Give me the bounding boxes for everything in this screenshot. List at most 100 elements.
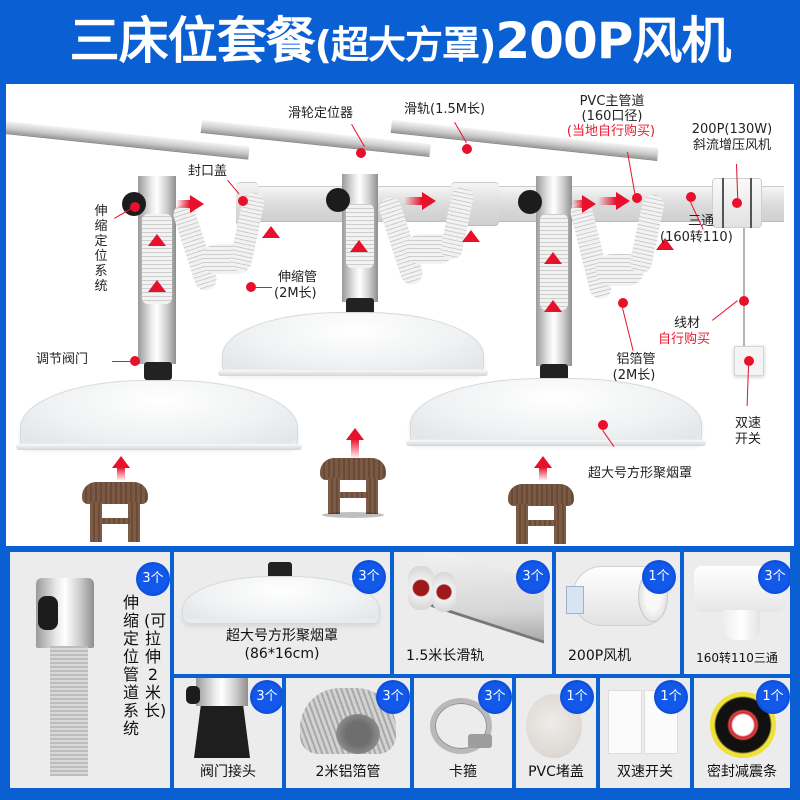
qty-badge: 1个 xyxy=(656,682,686,712)
callout-dot-fan xyxy=(732,198,742,208)
callout-dot-wire xyxy=(739,296,749,306)
callout-dot-telescopic-system xyxy=(130,202,140,212)
qty-badge: 3个 xyxy=(480,682,510,712)
part-name-rail: 1.5米长滑轨 xyxy=(406,648,485,664)
part-image-knob xyxy=(38,596,58,630)
qty-badge: 3个 xyxy=(252,682,282,712)
part-name-clamp: 卡箍 xyxy=(449,764,477,780)
part-image-telescopic-tube xyxy=(50,646,88,776)
label-pvc-main-2: (160口径) xyxy=(581,109,643,124)
unit1-hood xyxy=(20,380,298,448)
flow-arrow-stem xyxy=(404,197,422,205)
part-image-hood-collar xyxy=(268,562,292,578)
part-card-hood: 超大号方形聚烟罩 (86*16cm) 3个 xyxy=(174,552,390,674)
stool-2-seat xyxy=(320,458,386,480)
leader-wire xyxy=(712,300,738,321)
part-name-dual-switch: 双速开关 xyxy=(617,764,673,780)
part-image-valve-connector-top xyxy=(196,678,248,706)
callout-dot-pvc-main xyxy=(632,193,642,203)
label-telescopic-system: 伸缩定位系统 xyxy=(94,204,108,294)
unit1-hood-rim xyxy=(16,444,302,450)
part-name-valve-connector: 阀门接头 xyxy=(200,764,256,780)
stool-3-leg xyxy=(516,504,528,544)
flow-arrow-right-icon xyxy=(422,192,436,210)
part-name-seal-strip: 密封减震条 xyxy=(707,764,777,780)
part-image-clamp-screw xyxy=(468,734,492,748)
label-telescopic-pipe-2: (2M长) xyxy=(274,286,317,301)
leader-telescopic-pipe xyxy=(256,287,272,288)
part-card-tee: 160转110三通 3个 xyxy=(684,552,790,674)
callout-dot-telescopic-pipe xyxy=(246,282,256,292)
label-telescopic-pipe-1: 伸缩管 xyxy=(278,270,318,285)
part-image-valve-knob xyxy=(186,686,200,704)
part-name-fan: 200P风机 xyxy=(568,648,632,664)
flow-arrow-right-icon xyxy=(616,192,630,210)
part-name-telescopic-system: 伸缩定位管道系统 xyxy=(122,593,139,738)
stool-2-shadow xyxy=(322,512,384,518)
parts-list: 伸缩定位管道系统 (可拉伸2米长) 3个 超大号方形聚烟罩 (86*16cm) … xyxy=(6,548,794,794)
label-fan-1: 200P(130W) xyxy=(691,122,773,137)
smoke-arrow-stem xyxy=(539,467,547,481)
part-image-hood xyxy=(182,576,380,624)
callout-dot-seal-cap xyxy=(238,196,248,206)
stool-1-rung xyxy=(100,518,130,524)
label-tee-2: (160转110) xyxy=(660,230,733,245)
part-image-rail-wheel xyxy=(432,572,456,612)
unit3-collar xyxy=(540,364,568,380)
flow-arrow-stem xyxy=(598,197,616,205)
label-fan-2: 斜流增压风机 xyxy=(692,138,771,153)
stool-1-leg xyxy=(128,502,140,542)
stool-2-leg xyxy=(328,478,340,514)
power-wire xyxy=(743,228,745,348)
part-image-fan-label xyxy=(566,586,584,614)
part-card-pvc-cap: PVC堵盖 1个 xyxy=(516,678,596,788)
callout-dot-tee xyxy=(686,192,696,202)
part-image-switch-panel-1 xyxy=(608,690,642,754)
part-image-rail-wheel xyxy=(408,566,434,610)
flow-arrow-up-icon xyxy=(262,226,280,238)
qty-badge: 3个 xyxy=(760,562,790,592)
leader-foil-pipe xyxy=(622,308,634,351)
label-pvc-main-note: (当地自行购买) xyxy=(566,124,656,139)
part-image-valve-connector-base xyxy=(194,706,250,758)
leader-switch xyxy=(746,365,749,406)
flow-arrow-up-icon xyxy=(350,240,368,252)
flow-arrow-up-icon xyxy=(148,234,166,246)
part-image-foil-pipe-opening xyxy=(336,714,380,754)
qty-badge: 1个 xyxy=(562,682,592,712)
part-sub-hood: (86*16cm) xyxy=(244,646,320,662)
stool-1-seat xyxy=(82,482,148,504)
smoke-arrow-stem xyxy=(117,467,125,481)
qty-badge: 1个 xyxy=(644,562,674,592)
unit3-hood-rim xyxy=(406,440,706,446)
callout-dot-switch xyxy=(744,356,754,366)
unit2-hood-rim xyxy=(218,370,488,376)
label-dual-speed-2: 开关 xyxy=(734,432,761,447)
flow-arrow-right-icon xyxy=(582,195,596,213)
smoke-arrow-stem xyxy=(351,439,359,459)
unit3-locator-knob xyxy=(518,190,542,214)
qty-badge: 3个 xyxy=(138,564,168,594)
part-image-clamp xyxy=(430,698,492,754)
part-name-pvc-cap: PVC堵盖 xyxy=(528,764,584,780)
flow-arrow-stem xyxy=(572,200,584,208)
unit1-collar xyxy=(144,362,172,380)
title-main: 三床位套餐 xyxy=(69,12,316,70)
label-foil-pipe-1: 铝箔管 xyxy=(616,352,656,367)
stool-1-leg xyxy=(90,502,102,542)
flow-arrow-up-icon xyxy=(544,252,562,264)
unit2-locator-knob xyxy=(326,188,350,212)
flow-arrow-stem xyxy=(176,200,190,208)
part-image-tee-branch xyxy=(724,610,760,640)
flow-arrow-up-icon xyxy=(544,300,562,312)
part-name-foil-pipe: 2米铝箔管 xyxy=(315,764,381,780)
leader-valve xyxy=(112,361,130,362)
flow-arrow-up-icon xyxy=(148,280,166,292)
stool-2-rung xyxy=(338,492,368,498)
label-pvc-main-1: PVC主管道 xyxy=(579,94,645,109)
callout-dot-foil-pipe xyxy=(618,298,628,308)
label-foil-pipe-2: (2M长) xyxy=(612,368,656,383)
page-title: 三床位套餐(超大方罩)200P风机 xyxy=(0,0,800,82)
fan-band-2 xyxy=(750,178,752,228)
smoke-arrow-up-icon xyxy=(346,428,364,440)
